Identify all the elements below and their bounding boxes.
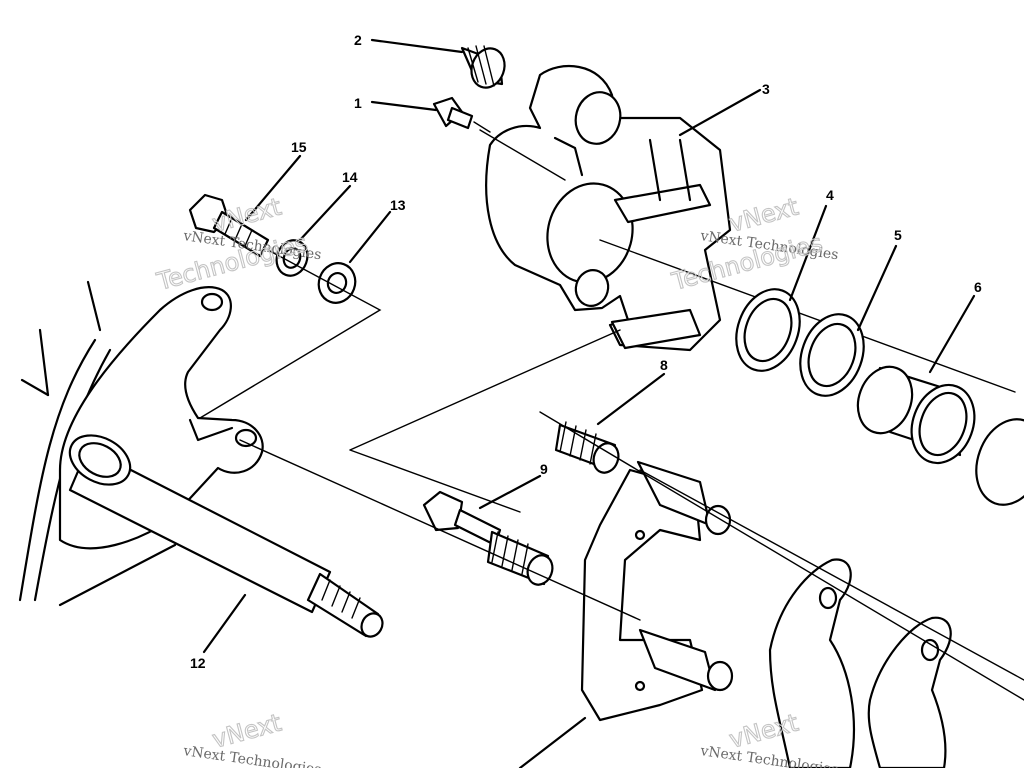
callout-3: 3	[762, 81, 770, 97]
part-15-bolt	[188, 193, 270, 258]
callout-13: 13	[390, 197, 406, 213]
centerline-piston	[599, 239, 1016, 393]
part-13-flat-washer	[317, 262, 357, 304]
centerline-guide	[539, 411, 1024, 701]
wheel-outline	[18, 280, 112, 602]
callout-labels: 2 1 3 4 5 6 8 9 12 13 14 15	[190, 32, 982, 671]
watermark-left: vNext Technologies vNext Technologies	[153, 192, 323, 297]
part-1-bleeder	[432, 96, 491, 133]
watermark-bottom-left: vNext Technologies vNext	[181, 708, 322, 768]
leader-lines	[202, 38, 976, 654]
callout-14: 14	[342, 169, 358, 185]
callout-12: 12	[190, 655, 206, 671]
centerline-pin-12	[239, 439, 641, 621]
part-2-plug	[460, 45, 506, 89]
callout-8: 8	[660, 357, 668, 373]
centerline-bolt	[199, 249, 382, 419]
callout-5: 5	[894, 227, 902, 243]
part-4-seal	[735, 288, 801, 372]
callout-2: 2	[354, 32, 362, 48]
svg-text:vNext: vNext	[209, 709, 284, 754]
caliper-bracket	[518, 460, 734, 768]
centerline-slide	[349, 329, 621, 513]
callout-4: 4	[826, 187, 834, 203]
boot-partial	[975, 418, 1024, 506]
centerline-bleeder	[479, 129, 566, 181]
callout-1: 1	[354, 95, 362, 111]
part-5-seal	[799, 313, 865, 397]
callout-6: 6	[974, 279, 982, 295]
svg-text:vNext: vNext	[726, 193, 801, 238]
callout-9: 9	[540, 461, 548, 477]
part-9-guide-pin	[422, 490, 554, 586]
part-3-caliper-body	[485, 64, 732, 352]
part-8-spring	[554, 421, 620, 474]
brake-pad-outer	[867, 616, 952, 768]
callout-15: 15	[291, 139, 307, 155]
part-6-piston	[856, 365, 976, 465]
centerline-bracket	[639, 469, 1024, 681]
part-12-pin	[58, 434, 384, 638]
svg-text:vNext Technologies: vNext Technologies	[181, 743, 322, 768]
